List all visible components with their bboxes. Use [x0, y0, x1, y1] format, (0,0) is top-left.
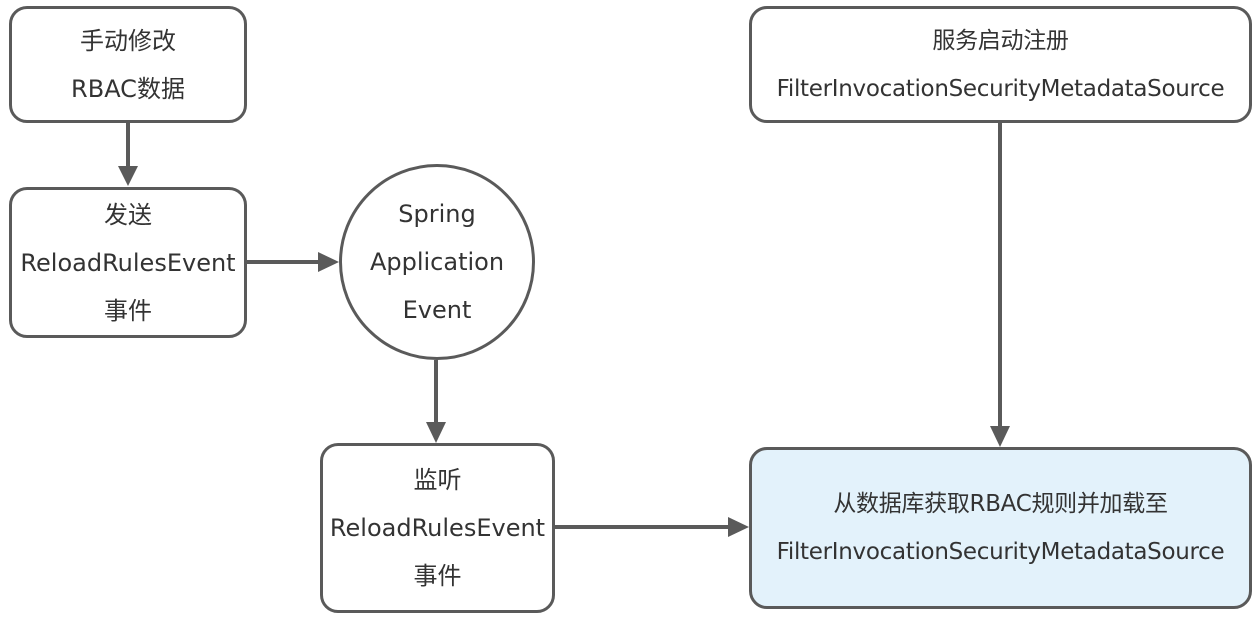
arrowhead-icon	[728, 517, 749, 537]
node-label: 发送	[104, 200, 152, 229]
node-load-rules: 从数据库获取RBAC规则并加载至 FilterInvocationSecurit…	[749, 447, 1252, 609]
arrowhead-icon	[426, 422, 446, 443]
edge-spring-event-to-listen-event	[426, 360, 446, 443]
node-label: RBAC数据	[71, 74, 185, 103]
node-send-event: 发送 ReloadRulesEvent 事件	[9, 187, 247, 338]
node-manual-edit: 手动修改 RBAC数据	[9, 6, 247, 123]
node-spring-event: Spring Application Event	[339, 164, 535, 360]
node-label: Spring	[398, 200, 476, 228]
node-label: FilterInvocationSecurityMetadataSource	[776, 539, 1225, 565]
arrowhead-icon	[318, 252, 339, 272]
node-label: ReloadRulesEvent	[20, 248, 236, 277]
node-label: FilterInvocationSecurityMetadataSource	[776, 75, 1225, 102]
node-service-register: 服务启动注册 FilterInvocationSecurityMetadataS…	[749, 6, 1252, 123]
node-label: 事件	[104, 296, 152, 325]
node-label: 从数据库获取RBAC规则并加载至	[833, 491, 1168, 517]
node-label: 服务启动注册	[932, 27, 1069, 54]
node-label: ReloadRulesEvent	[329, 514, 546, 542]
edge-service-register-to-load-rules	[990, 122, 1010, 447]
arrowhead-icon	[118, 166, 138, 186]
node-listen-event: 监听 ReloadRulesEvent 事件	[320, 443, 555, 613]
edge-manual-edit-to-send-event	[118, 122, 138, 186]
node-label: Application	[369, 248, 505, 276]
edge-send-event-to-spring-event	[247, 252, 339, 272]
node-label: 手动修改	[80, 26, 176, 55]
node-label: 监听	[413, 466, 462, 494]
node-label: 事件	[413, 562, 462, 590]
edge-listen-event-to-load-rules	[554, 517, 749, 537]
arrowhead-icon	[990, 426, 1010, 447]
node-label: Event	[402, 296, 472, 324]
